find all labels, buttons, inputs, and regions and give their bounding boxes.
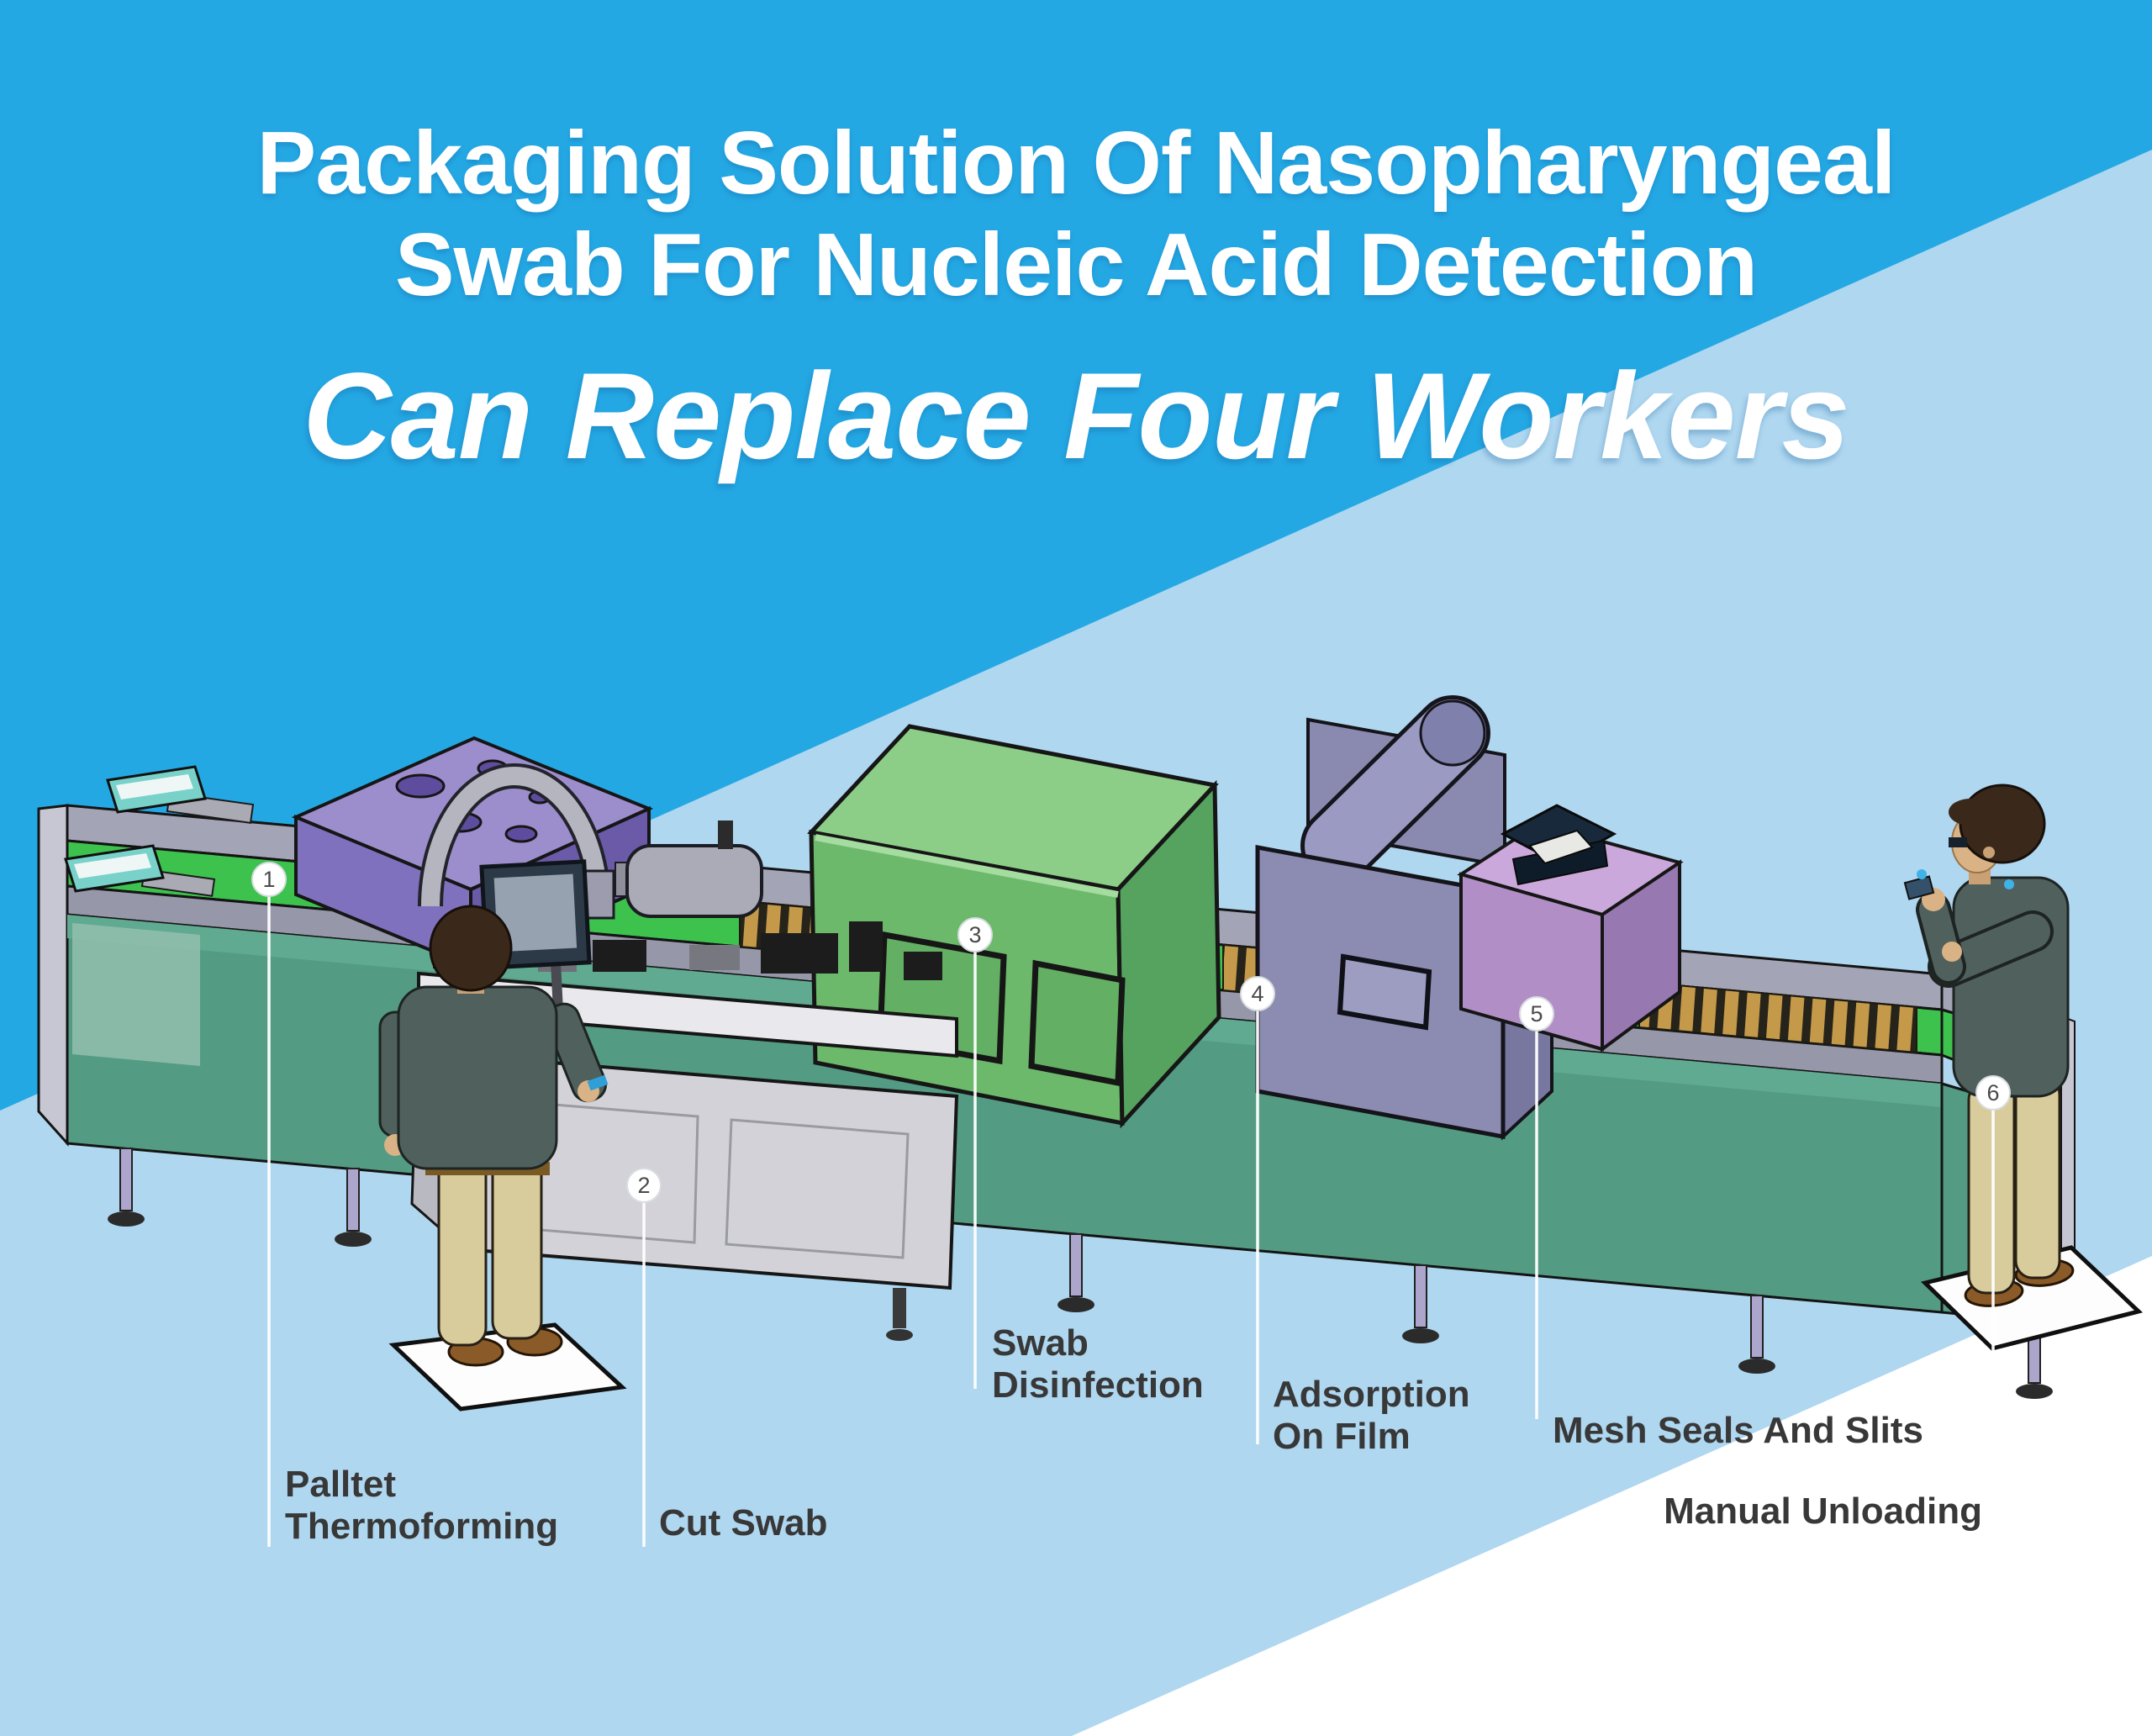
callout-marker-4: 4 <box>1240 976 1275 1011</box>
mesh-seal-station <box>1457 804 1684 1053</box>
step-label-line: Mesh Seals And Slits <box>1553 1410 1923 1451</box>
step-label-adsorption-on-film: Adsorption On Film <box>1273 1374 1470 1458</box>
title-line-1: Packaging Solution Of Nasopharyngeal <box>256 113 1896 213</box>
step-label-line: Swab <box>992 1322 1089 1364</box>
callout-marker-3: 3 <box>957 917 993 952</box>
step-label-manual-unloading: Manual Unloading <box>1664 1491 1982 1533</box>
title-line-2: Swab For Nucleic Acid Detection <box>394 215 1758 314</box>
worker-left <box>378 905 627 1411</box>
step-label-cut-swab: Cut Swab <box>659 1502 827 1544</box>
page-subtitle: Can Replace Four Workers <box>303 347 1849 484</box>
step-label-mesh-seals: Mesh Seals And Slits <box>1553 1410 1923 1452</box>
page-title: Packaging Solution Of Nasopharyngeal Swa… <box>0 113 2152 316</box>
callout-marker-1: 1 <box>251 862 287 897</box>
callout-marker-2: 2 <box>626 1168 662 1203</box>
callout-marker-5: 5 <box>1519 996 1554 1032</box>
step-label-line: Palltet <box>285 1464 397 1505</box>
labeling-arch <box>418 763 763 920</box>
step-label-swab-disinfection: Swab Disinfection <box>992 1322 1204 1406</box>
step-label-line: On Film <box>1273 1416 1411 1457</box>
worker-right <box>1903 784 2144 1351</box>
callout-marker-6: 6 <box>1975 1075 2011 1111</box>
step-label-line: Cut Swab <box>659 1502 828 1543</box>
film-roll-holders <box>64 765 255 897</box>
step-label-line: Disinfection <box>992 1364 1204 1406</box>
callout-lines <box>267 889 1995 1547</box>
step-label-line: Manual Unloading <box>1664 1491 1982 1532</box>
step-label-line: Adsorption <box>1273 1374 1470 1415</box>
step-label-line: Thermoforming <box>285 1506 559 1547</box>
step-label-pallet-thermoforming: Palltet Thermoforming <box>285 1464 558 1548</box>
